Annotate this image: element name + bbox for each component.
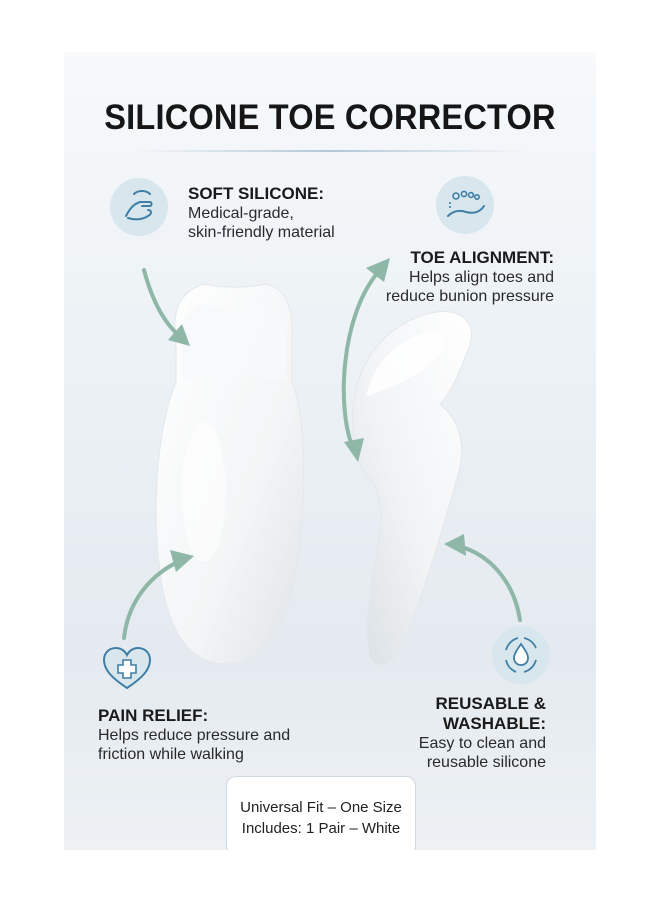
feature-text-line: Helps reduce pressure and [98, 727, 291, 744]
feature-text-line: reduce bunion pressure [385, 288, 554, 305]
toe-corrector-left-image [155, 283, 305, 665]
arrow-soft-silicone [142, 268, 190, 346]
feature-text-line: reusable silicone [426, 754, 546, 771]
foot-icon [436, 176, 494, 234]
heart-plus-icon [98, 640, 156, 698]
feature-heading: PAIN RELIEF: [98, 706, 209, 725]
feature-text-line: friction while walking [98, 746, 244, 763]
feature-text-line: Easy to clean and [418, 735, 546, 752]
feature-pain-relief: PAIN RELIEF: Helps reduce pressure and f… [98, 706, 290, 764]
size-info-line: Universal Fit – One Size [240, 799, 402, 816]
feature-heading: REUSABLE & [435, 694, 546, 713]
feature-heading: WASHABLE: [443, 714, 546, 733]
feature-heading: SOFT SILICONE: [188, 184, 324, 203]
package-info-line: Includes: 1 Pair – White [241, 820, 401, 837]
arrow-toe-alignment [341, 258, 390, 462]
water-drop-cycle-icon [492, 626, 550, 684]
arrow-reusable [444, 534, 522, 622]
page-title: SILICONE TOE CORRECTOR [104, 98, 556, 137]
hand-touch-icon [110, 178, 168, 236]
illustration-layer [122, 258, 522, 666]
feature-text-line: Helps align toes and [409, 269, 554, 286]
arrow-pain-relief [122, 550, 194, 640]
title-divider [134, 150, 526, 152]
feature-text-line: Medical-grade, [188, 205, 294, 222]
feature-soft-silicone: SOFT SILICONE: Medical-grade, skin-frien… [188, 184, 335, 242]
feature-toe-alignment: TOE ALIGNMENT: Helps align toes and redu… [386, 248, 554, 306]
product-infographic-panel: SILICONE TOE CORRECTOR SOFT SILICONE: Me… [64, 52, 596, 850]
toe-corrector-right-image [351, 311, 472, 666]
feature-heading: TOE ALIGNMENT: [410, 248, 554, 267]
feature-text-line: skin-friendly material [188, 224, 335, 241]
feature-reusable-washable: REUSABLE & WASHABLE: Easy to clean and r… [419, 694, 546, 772]
size-info-box: Universal Fit – One Size Includes: 1 Pai… [226, 776, 416, 850]
